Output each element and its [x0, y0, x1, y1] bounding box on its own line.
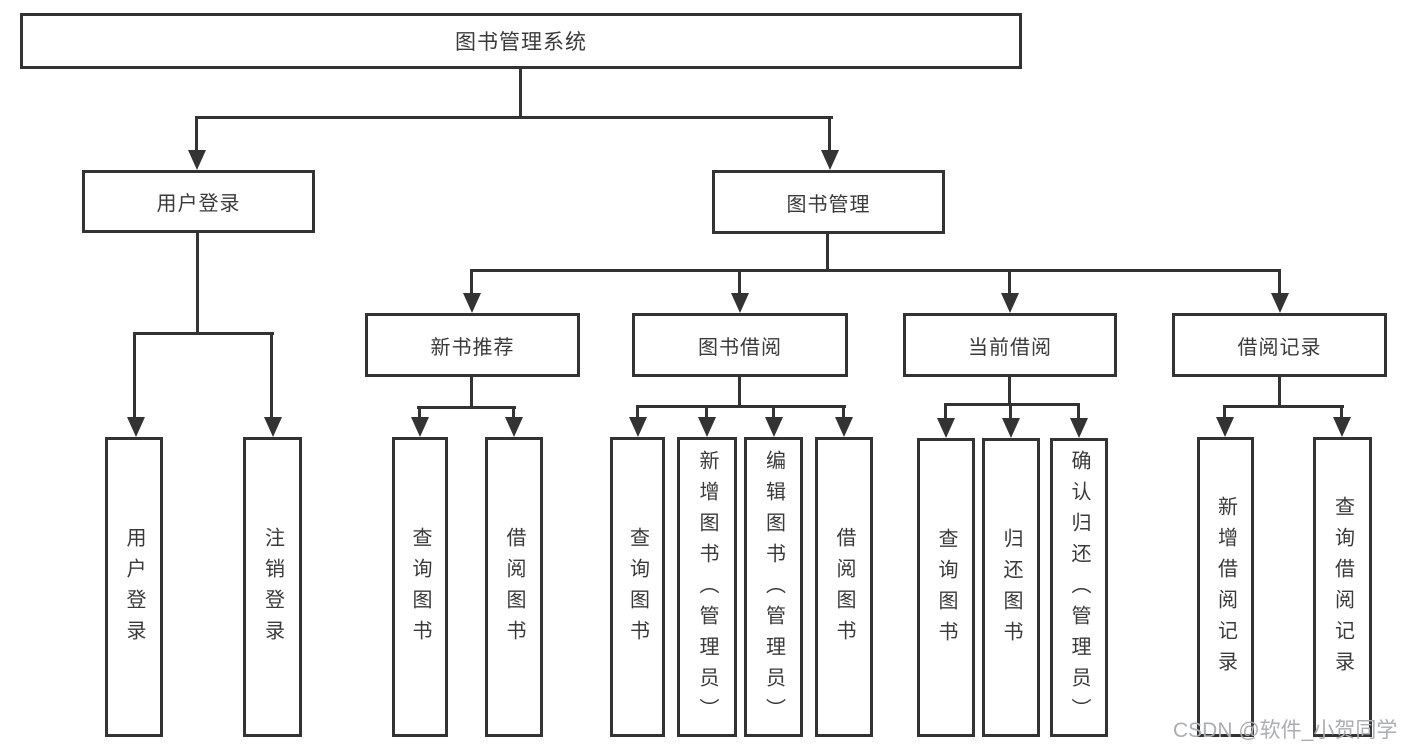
leaf-query-books-recommend: 查询图书: [392, 437, 448, 737]
connector-line: [944, 403, 1080, 406]
leaf-add-book-admin: 新增图书（管理员）: [677, 437, 737, 737]
node-borrowing-records: 借阅记录: [1172, 313, 1387, 377]
connector-arrow: [821, 150, 839, 170]
connector-arrow: [188, 150, 206, 170]
connector-line: [1340, 407, 1343, 419]
leaf-query-books-borrowing: 查询图书: [610, 437, 665, 737]
leaf-edit-book-admin: 编辑图书（管理员）: [744, 437, 803, 737]
connector-line: [826, 234, 829, 271]
connector-arrow: [765, 417, 783, 437]
connector-arrow: [1002, 418, 1020, 438]
connector-line: [1077, 405, 1080, 420]
connector-arrow: [463, 293, 481, 313]
connector-line: [470, 271, 473, 297]
connector-line: [636, 407, 639, 419]
connector-arrow: [264, 417, 282, 437]
connector-arrow: [127, 417, 145, 437]
node-library-management-system: 图书管理系统: [20, 13, 1022, 69]
connector-line: [1223, 407, 1226, 419]
connector-arrow: [1271, 293, 1289, 313]
connector-arrow: [1001, 293, 1019, 313]
leaf-query-borrow-record: 查询借阅记录: [1313, 437, 1372, 737]
node-current-borrowing: 当前借阅: [903, 313, 1117, 377]
connector-line: [470, 377, 473, 408]
connector-line: [133, 332, 274, 335]
connector-arrow: [698, 417, 716, 437]
connector-line: [738, 377, 741, 407]
connector-line: [418, 408, 421, 419]
connector-line: [1009, 405, 1012, 420]
connector-arrow: [629, 417, 647, 437]
connector-line: [828, 118, 831, 154]
connector-line: [944, 405, 947, 420]
connector-arrow: [937, 418, 955, 438]
connector-line: [195, 116, 833, 119]
leaf-user-login: 用户登录: [105, 437, 163, 737]
leaf-add-borrow-record: 新增借阅记录: [1197, 437, 1254, 737]
connector-arrow: [1070, 418, 1088, 438]
connector-line: [270, 334, 273, 421]
connector-arrow: [731, 293, 749, 313]
node-user-login: 用户登录: [82, 170, 315, 233]
connector-line: [512, 408, 515, 419]
csdn-watermark: CSDN @软件_小贺同学: [1173, 719, 1398, 742]
connector-arrow: [411, 417, 429, 437]
connector-line: [738, 271, 741, 297]
connector-line: [1223, 405, 1344, 408]
connector-line: [519, 69, 522, 118]
connector-line: [1278, 377, 1281, 407]
node-book-borrowing: 图书借阅: [632, 313, 848, 377]
connector-line: [196, 233, 199, 334]
connector-line: [1278, 271, 1281, 297]
connector-line: [636, 405, 846, 408]
connector-line: [1008, 271, 1011, 297]
connector-line: [772, 407, 775, 419]
connector-arrow: [1333, 417, 1351, 437]
node-new-book-recommendation: 新书推荐: [365, 313, 580, 377]
leaf-query-books-current: 查询图书: [917, 438, 975, 737]
connector-line: [417, 406, 516, 409]
connector-line: [195, 118, 198, 154]
node-book-management: 图书管理: [712, 170, 945, 234]
leaf-borrow-books-recommend: 借阅图书: [485, 437, 543, 737]
connector-line: [470, 269, 1281, 272]
leaf-return-books: 归还图书: [982, 438, 1040, 737]
leaf-logout: 注销登录: [243, 437, 302, 737]
leaf-borrow-books-borrowing: 借阅图书: [815, 437, 873, 737]
connector-arrow: [505, 417, 523, 437]
connector-arrow: [835, 417, 853, 437]
connector-line: [1008, 377, 1011, 405]
leaf-confirm-return-admin: 确认归还（管理员）: [1050, 438, 1108, 737]
connector-line: [842, 407, 845, 419]
connector-line: [133, 334, 136, 421]
connector-line: [705, 407, 708, 419]
connector-arrow: [1216, 417, 1234, 437]
